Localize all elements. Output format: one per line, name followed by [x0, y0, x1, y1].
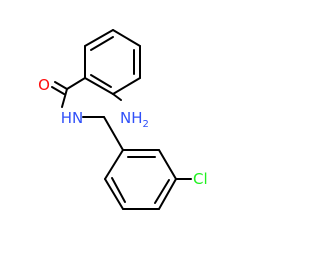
- nitrogen-label: HN: [61, 109, 84, 127]
- ring1-bond: [112, 29, 141, 47]
- structure-drawing: O HN NH2 Cl: [38, 29, 208, 210]
- molecule-canvas: O HN NH2 Cl: [38, 29, 208, 210]
- bonds: [51, 29, 192, 210]
- carbonyl-double-bond: [54, 81, 68, 90]
- ring1-bond: [84, 77, 114, 95]
- carbonyl-double-bond: [51, 86, 65, 95]
- amine-subscript: 2: [143, 119, 149, 130]
- ring1-bond: [112, 77, 141, 95]
- ring2-bond: [104, 149, 124, 180]
- chlorine-label: Cl: [193, 170, 208, 188]
- ring2-double-bond: [154, 179, 170, 204]
- ring1-bond: [84, 29, 114, 47]
- ring2-bond: [104, 178, 124, 210]
- amine-label: NH2: [120, 109, 149, 130]
- ring1-double-bond: [90, 36, 114, 51]
- ring2-bond: [158, 178, 177, 210]
- ring1-double-bond: [90, 74, 112, 88]
- amide-bond: [61, 88, 68, 108]
- amine-symbol: NH: [120, 109, 143, 127]
- ring2-double-bond: [111, 177, 126, 203]
- ch2-ring-bond: [103, 116, 124, 151]
- ring2-bond: [158, 149, 177, 180]
- oxygen-label: O: [38, 76, 50, 94]
- amine-bond: [112, 93, 122, 101]
- ring-carbonyl-bond: [66, 77, 86, 90]
